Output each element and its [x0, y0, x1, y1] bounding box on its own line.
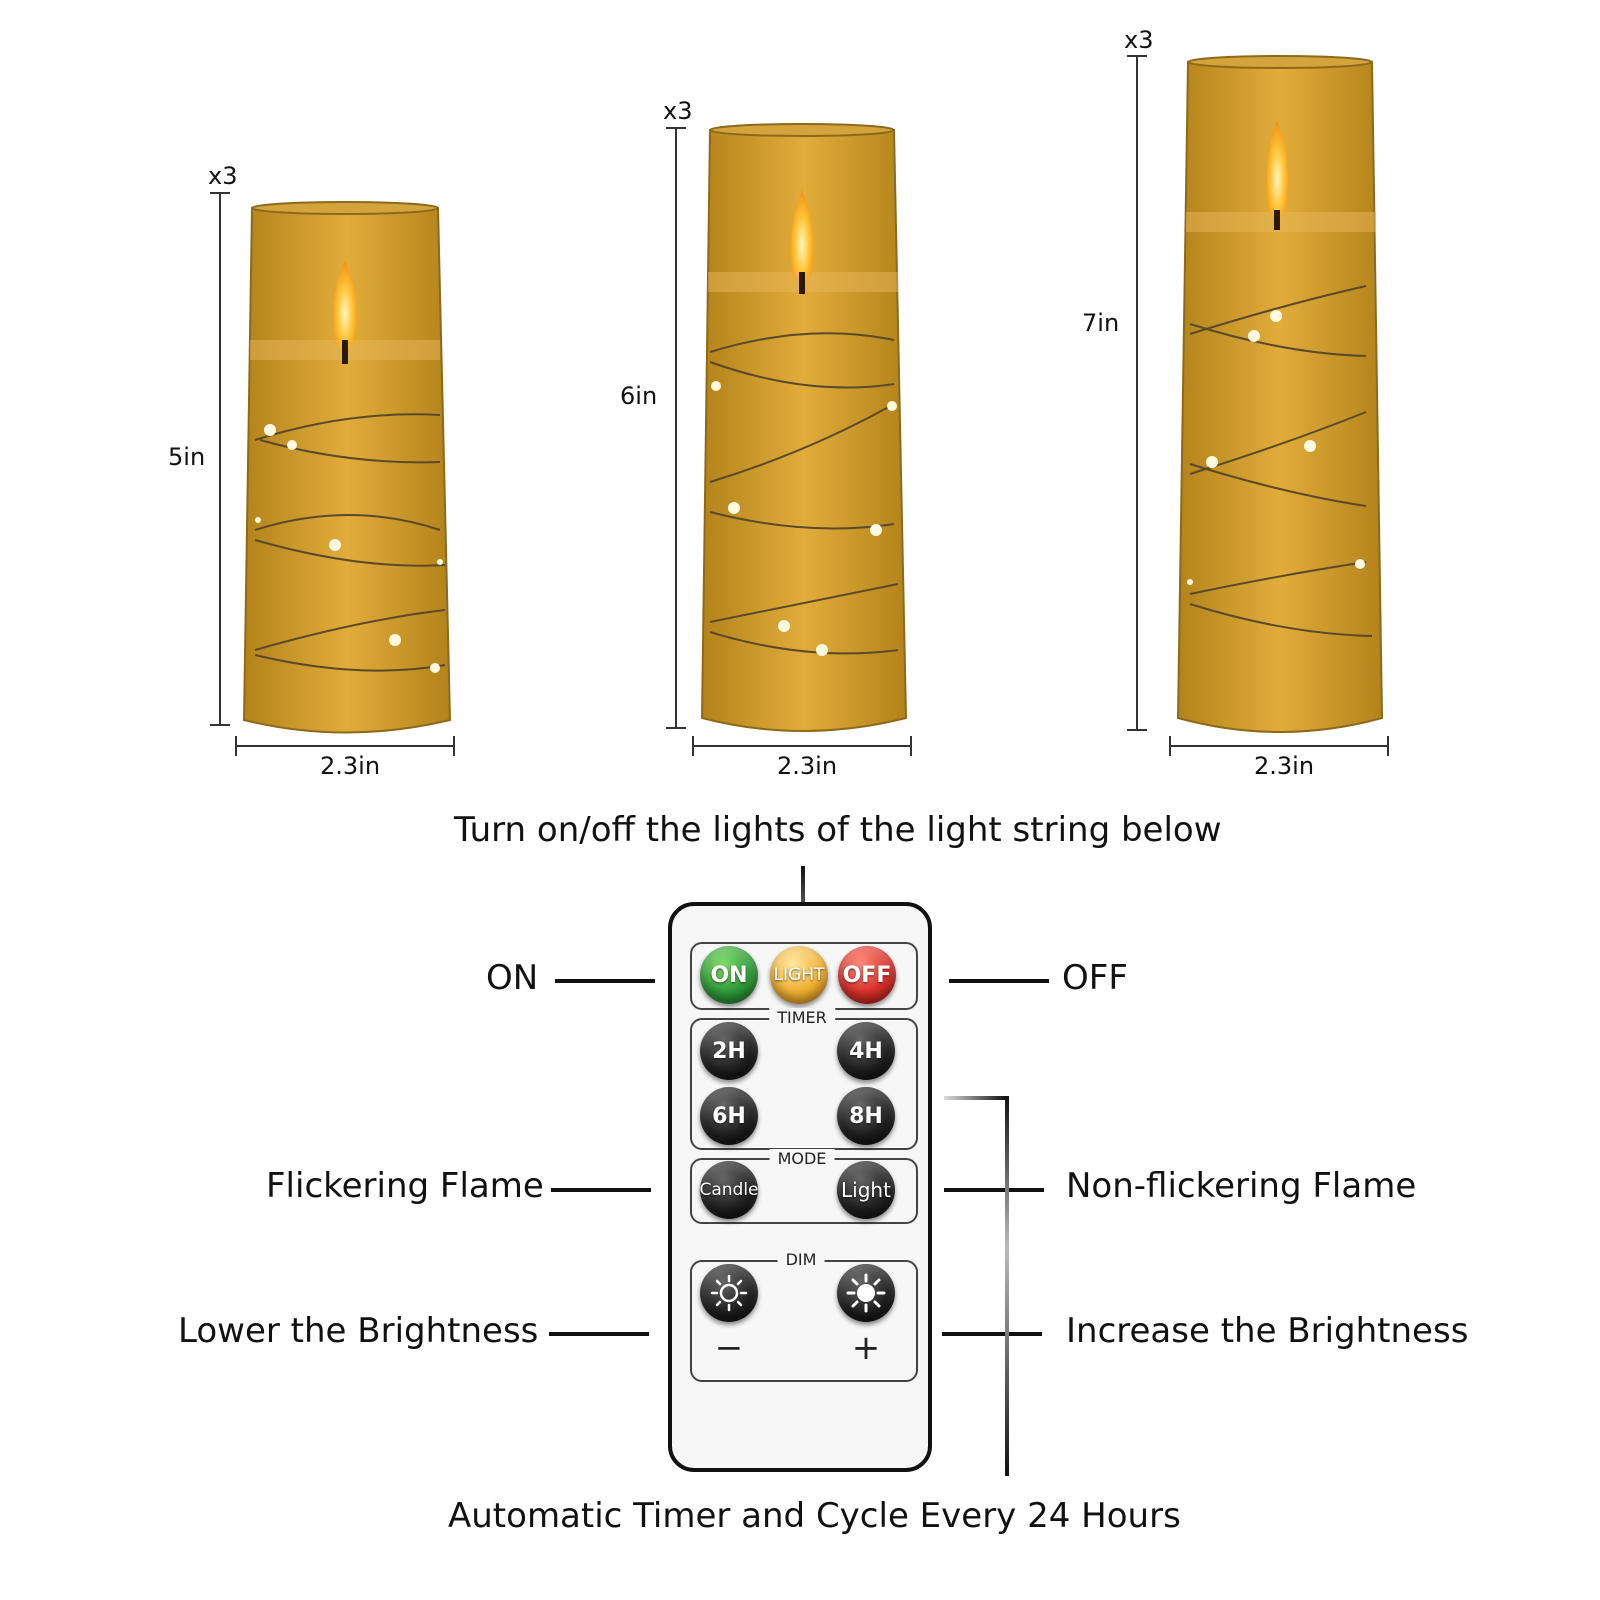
leader-flickering	[551, 1188, 651, 1192]
height-tick-bottom-5in	[210, 724, 230, 726]
dim-lower-button[interactable]	[700, 1264, 758, 1322]
height-line-7in	[1136, 55, 1138, 731]
leader-on	[555, 979, 655, 983]
width-line-2	[692, 745, 912, 747]
sun-low-icon	[710, 1274, 748, 1312]
candle-6in-image	[700, 123, 908, 732]
width-tick-left-3	[1169, 736, 1171, 756]
height-label-5in: 5in	[168, 443, 206, 471]
width-label-2: 2.3in	[777, 752, 838, 780]
callout-light-string: Turn on/off the lights of the light stri…	[454, 810, 1222, 850]
leader-lower	[549, 1332, 649, 1336]
callout-timer-cycle: Automatic Timer and Cycle Every 24 Hours	[448, 1496, 1181, 1536]
sun-high-icon	[846, 1273, 886, 1313]
count-label-3: x3	[1124, 26, 1154, 54]
flame-icon	[790, 190, 814, 294]
flame-icon	[332, 260, 358, 364]
dim-plus-symbol: +	[851, 1328, 881, 1368]
leader-off	[949, 979, 1049, 983]
candle-5in-image	[242, 201, 452, 734]
dim-minus-symbol: −	[714, 1328, 744, 1368]
width-label-1: 2.3in	[320, 752, 381, 780]
width-tick-right-3	[1387, 736, 1389, 756]
dim-increase-button[interactable]	[837, 1264, 895, 1322]
timer-8h-button[interactable]: 8H	[837, 1087, 895, 1145]
height-line-6in	[675, 127, 677, 729]
height-tick-bottom-7in	[1127, 729, 1147, 731]
timer-4h-button[interactable]: 4H	[837, 1022, 895, 1080]
leader-non-flickering	[944, 1188, 1044, 1192]
callout-non-flickering: Non-flickering Flame	[1066, 1166, 1417, 1206]
height-tick-bottom-6in	[666, 727, 686, 729]
leader-timer-cycle-vertical	[1005, 1096, 1009, 1476]
light-string-button[interactable]: LIGHT	[770, 946, 828, 1004]
leader-increase	[942, 1332, 1042, 1336]
mode-label: MODE	[769, 1149, 835, 1168]
light-mode-button[interactable]: Light	[837, 1161, 895, 1219]
off-button[interactable]: OFF	[838, 946, 896, 1004]
timer-6h-button[interactable]: 6H	[700, 1087, 758, 1145]
callout-off: OFF	[1062, 958, 1128, 998]
timer-2h-button[interactable]: 2H	[700, 1022, 758, 1080]
candle-7in-image	[1176, 55, 1384, 733]
led-string-icon	[709, 332, 899, 655]
width-tick-right-2	[910, 736, 912, 756]
width-tick-left-1	[235, 736, 237, 756]
height-line-5in	[219, 192, 221, 726]
width-line-3	[1169, 745, 1389, 747]
height-tick-top-6in	[666, 127, 686, 129]
count-label-2: x3	[663, 97, 693, 125]
leader-timer-cycle-horizontal	[944, 1096, 1006, 1100]
callout-on: ON	[486, 958, 539, 998]
on-button[interactable]: ON	[700, 946, 758, 1004]
candle-mode-button[interactable]: Candle	[699, 1161, 759, 1219]
flame-icon	[1266, 120, 1289, 230]
callout-lower: Lower the Brightness	[178, 1311, 539, 1351]
height-label-6in: 6in	[620, 382, 658, 410]
width-line-1	[235, 745, 455, 747]
dim-label: DIM	[777, 1250, 825, 1269]
callout-increase: Increase the Brightness	[1066, 1311, 1469, 1351]
width-label-3: 2.3in	[1254, 752, 1315, 780]
height-label-7in: 7in	[1082, 309, 1120, 337]
width-tick-left-2	[692, 736, 694, 756]
height-tick-top-5in	[210, 192, 230, 194]
height-tick-top-7in	[1127, 55, 1147, 57]
callout-flickering: Flickering Flame	[266, 1166, 544, 1206]
count-label-1: x3	[208, 162, 238, 190]
timer-label: TIMER	[769, 1008, 835, 1027]
led-string-icon	[254, 413, 446, 672]
width-tick-right-1	[453, 736, 455, 756]
